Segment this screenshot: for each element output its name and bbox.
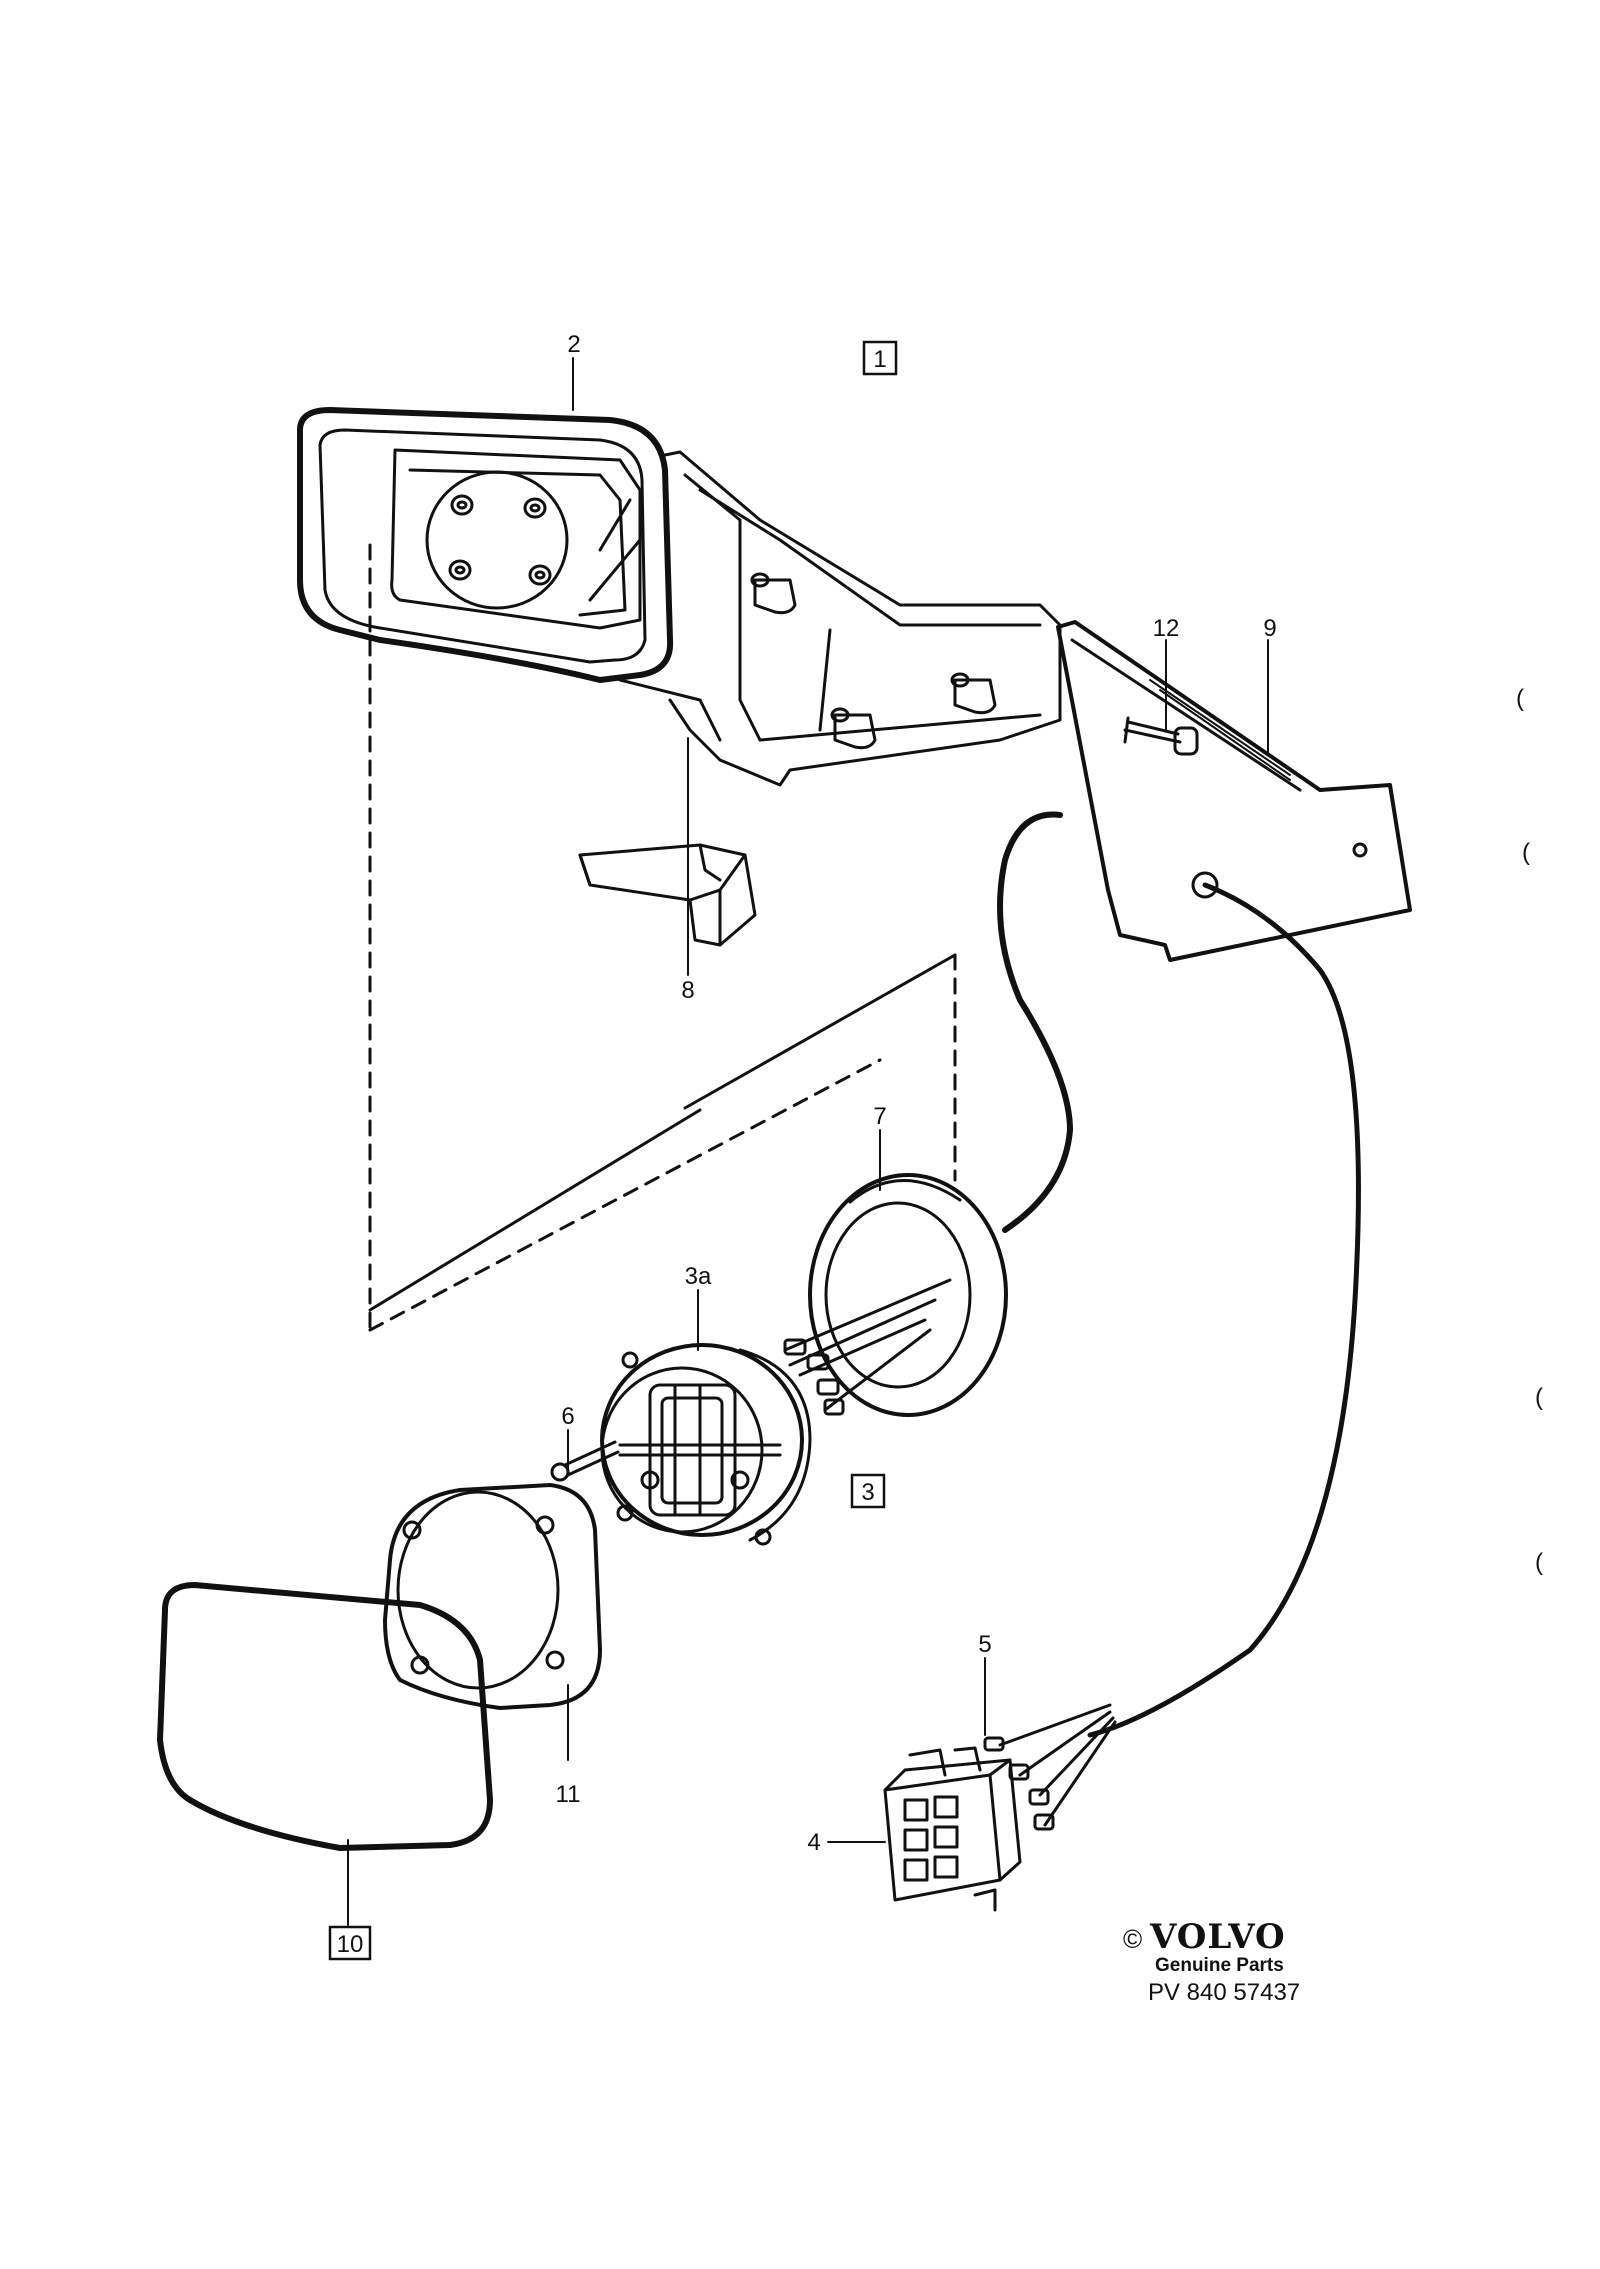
mirror-glass: [157, 1582, 493, 1851]
label-7: 7: [873, 1103, 886, 1130]
part-number: PV 840 57437: [1148, 1979, 1300, 2006]
mounting-clip: [578, 843, 757, 947]
guide-line: [368, 1108, 702, 1312]
mirror-housing: [297, 407, 1062, 787]
label-12: 12: [1153, 615, 1180, 642]
guide-line-2: [683, 953, 957, 1110]
label-11: 11: [556, 1781, 581, 1808]
boxed-label-1: 1: [862, 340, 898, 376]
svg-text:1: 1: [873, 346, 886, 373]
svg-text:10: 10: [337, 1931, 364, 1958]
margin-marks: ( ( ( (: [1516, 685, 1543, 1576]
label-8: 8: [681, 977, 694, 1004]
part-labels: 2 8 12 9 7 3a 6 11 5 4 1 3 10: [328, 331, 1277, 1961]
label-6: 6: [561, 1403, 574, 1430]
brand-logo: VOLVO: [1149, 1917, 1286, 1957]
electrical-connector: [883, 1703, 1117, 1912]
boxed-label-10: 10: [328, 1925, 372, 1961]
margin-mark: (: [1535, 1549, 1543, 1576]
mounting-plate: [1056, 620, 1412, 962]
margin-mark: (: [1535, 1384, 1543, 1411]
gasket-ring: [808, 1173, 1008, 1417]
label-4: 4: [807, 1829, 820, 1856]
label-2: 2: [567, 331, 580, 358]
label-3a: 3a: [685, 1263, 712, 1290]
brand-subtitle: Genuine Parts: [1155, 1955, 1284, 1976]
cable: [997, 811, 1361, 1738]
dashed-outline: [368, 543, 957, 1332]
label-9: 9: [1263, 615, 1276, 642]
boxed-label-3: 3: [850, 1473, 886, 1509]
backing-plate: [383, 1483, 602, 1710]
label-5: 5: [978, 1631, 991, 1658]
screw: [1123, 716, 1199, 756]
leader-lines: [347, 357, 1269, 1926]
svg-text:3: 3: [861, 1479, 874, 1506]
copyright-mark: ©: [1123, 1924, 1142, 1954]
margin-mark: (: [1522, 839, 1530, 866]
motor-unit: [600, 1278, 952, 1546]
brand-block: © VOLVO Genuine Parts PV 840 57437: [1123, 1917, 1300, 2006]
adjust-screw: [550, 1440, 620, 1482]
margin-mark: (: [1516, 685, 1524, 712]
